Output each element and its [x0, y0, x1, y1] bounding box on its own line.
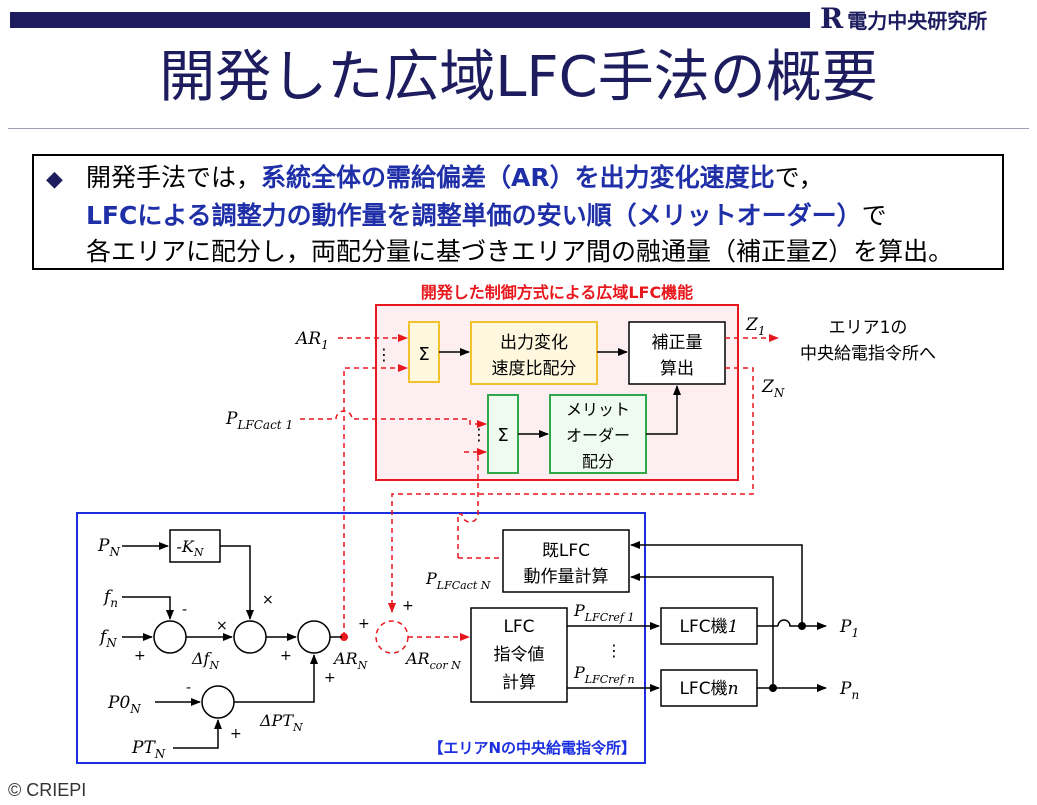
label-fn-small: fn — [102, 587, 118, 610]
sum-circle-1 — [153, 620, 187, 654]
summary-text: 各エリアに配分し，両配分量に基づきエリア間の融通量（補正量Z）を算出。 — [86, 237, 954, 266]
sign-plus-fN: + — [134, 648, 146, 664]
top-bar — [10, 12, 810, 28]
rate-ratio-line2: 速度比配分 — [492, 359, 577, 379]
sigma-lower-text: Σ — [497, 425, 508, 446]
sign-minus-fn: - — [182, 602, 187, 618]
dest-area-line2: 中央給電指令所へ — [800, 344, 936, 364]
label-pn-out: Pn — [839, 679, 859, 702]
merit-order-block — [549, 394, 647, 474]
logo-text: 電力中央研究所 — [847, 8, 988, 33]
diamond-bullet-icon: ◆ — [46, 167, 63, 192]
branch-node-arn — [340, 633, 348, 641]
sign-minus-p0: - — [186, 680, 191, 696]
dest-area-line1: エリア1の — [829, 318, 908, 338]
existing-lfc-line1: 既LFC — [542, 541, 590, 561]
rate-ratio-line1: 出力変化 — [500, 333, 568, 353]
sign-plus-pt: + — [230, 726, 242, 742]
summary-text: で， — [774, 163, 824, 192]
branch-node-p1 — [798, 622, 806, 630]
sign-times-1: × — [216, 618, 228, 634]
label-fn: fN — [98, 627, 117, 650]
sum-circle-3 — [201, 685, 235, 719]
merit-line2: オーダー — [566, 426, 630, 445]
correction-line2: 算出 — [660, 359, 694, 379]
lfc-command-line3: 計算 — [502, 673, 536, 693]
sign-plus-arn: + — [358, 616, 370, 632]
sign-plus-cor: + — [402, 598, 414, 614]
lfc-unit-1-text: LFC機1 — [680, 617, 739, 637]
slide-title: 開発した広域LFC手法の概要 — [159, 45, 878, 110]
lfc-command-block — [470, 607, 568, 703]
dots-upper: ⋮ — [376, 345, 392, 364]
label-dfn: ΔfN — [191, 649, 219, 672]
merit-line3: 配分 — [582, 452, 614, 471]
label-plfcactn: PLFCact N — [425, 569, 491, 592]
sigma-block-upper — [408, 321, 440, 383]
branch-node-pn — [769, 684, 777, 692]
lfc-command-line1: LFC — [503, 617, 534, 637]
lfc-command-line2: 指令値 — [494, 645, 545, 665]
lfc-unit-n-block — [660, 669, 758, 707]
correction-line1: 補正量 — [652, 333, 703, 353]
label-plfcrefn: PLFCref n — [573, 663, 635, 686]
gain-block — [169, 529, 221, 563]
label-pn: PN — [97, 536, 120, 559]
summary-text: 開発手法では， — [86, 163, 262, 192]
gain-text: -KN — [177, 537, 204, 559]
summary-line-3: 各エリアに配分し，両配分量に基づきエリア間の融通量（補正量Z）を算出。 — [46, 234, 1002, 270]
merit-line1: メリット — [566, 400, 630, 419]
dots-ref: ⋮ — [606, 641, 622, 660]
sum-circle-2 — [297, 620, 331, 654]
sign-plus-sum2: + — [280, 648, 292, 664]
summary-box: ◆ 開発手法では，系統全体の需給偏差（AR）を出力変化速度比で， LFCによる調整… — [32, 154, 1004, 270]
label-arcorn: ARcor N — [404, 649, 461, 672]
mult-circle — [233, 620, 267, 654]
label-plfcref1: PLFCref 1 — [573, 601, 634, 624]
label-ptn: PTN — [131, 738, 166, 761]
dots-lower: ⋮ — [471, 425, 487, 444]
label-arn: ARN — [332, 649, 368, 672]
label-zn: ZN — [761, 377, 785, 400]
criepi-logo: R 電力中央研究所 — [820, 4, 1030, 34]
existing-lfc-block — [502, 529, 630, 593]
label-ar1: AR1 — [294, 329, 329, 352]
rate-ratio-block — [470, 321, 598, 385]
label-p0n: P0N — [107, 693, 141, 716]
logo-mark: R — [820, 2, 844, 35]
label-plfcact1: PLFCact 1 — [225, 409, 293, 432]
lfc-unit-n-text: LFC機n — [679, 679, 738, 699]
sign-plus-sum2b: + — [324, 670, 336, 686]
existing-lfc-line2: 動作量計算 — [524, 567, 609, 587]
summary-text: で — [861, 201, 887, 230]
label-z1: Z1 — [745, 315, 765, 338]
summary-line-2: LFCによる調整力の動作量を調整単価の安い順（メリットオーダー）で — [46, 198, 1002, 234]
summary-highlight: 系統全体の需給偏差（AR）を出力変化速度比 — [261, 163, 775, 192]
label-dptn: ΔPTN — [259, 711, 303, 734]
sign-times-2: × — [262, 592, 274, 608]
correction-block — [628, 321, 726, 385]
summary-highlight: LFCによる調整力の動作量を調整単価の安い順（メリットオーダー） — [86, 201, 862, 230]
sigma-block-lower — [487, 394, 519, 474]
label-p1: P1 — [839, 617, 859, 640]
summary-line-1: ◆ 開発手法では，系統全体の需給偏差（AR）を出力変化速度比で， — [46, 160, 1002, 198]
central-dispatch-label: 【エリアNの中央給電指令所】 — [428, 739, 636, 757]
sigma-upper-text: Σ — [418, 344, 429, 365]
title-divider — [8, 128, 1029, 129]
copyright-footer: © CRIEPI — [8, 780, 87, 800]
wide-area-lfc-label: 開発した制御方式による広域LFC機能 — [421, 283, 693, 302]
central-dispatch-frame — [76, 512, 646, 764]
